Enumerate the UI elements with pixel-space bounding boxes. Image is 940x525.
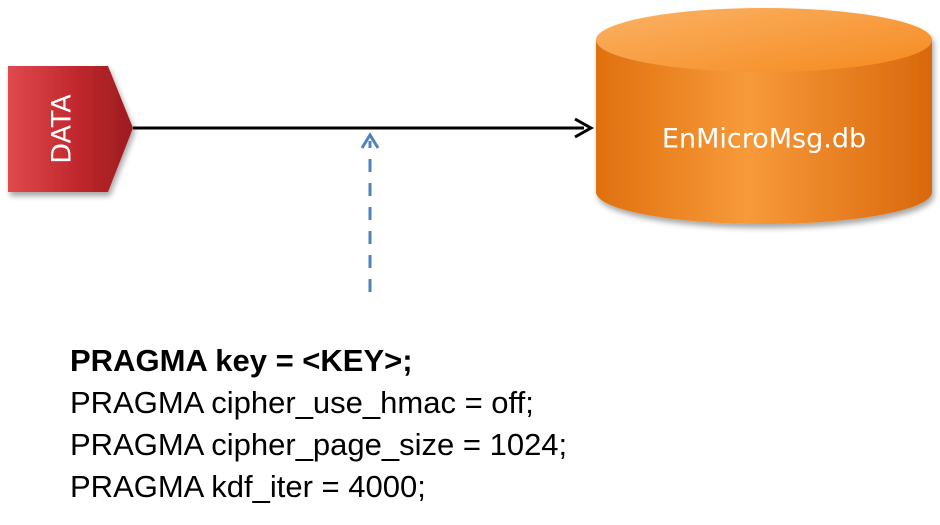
pragma-cipher-page-size-line: PRAGMA cipher_page_size = 1024;	[70, 427, 568, 462]
key-injection-arrow-head	[360, 132, 380, 149]
main-arrow-head	[574, 117, 595, 139]
data-source-node	[8, 66, 133, 192]
pragma-key-line: PRAGMA key = <KEY>;	[70, 343, 413, 378]
data-source-shape	[8, 66, 133, 192]
pragma-kdf-iter-line: PRAGMA kdf_iter = 4000;	[70, 469, 426, 504]
data-source-label: DATA	[47, 94, 78, 164]
key-injection-arrow	[360, 132, 380, 292]
pragma-cipher-use-hmac-line: PRAGMA cipher_use_hmac = off;	[70, 385, 534, 420]
database-label: EnMicroMsg.db	[662, 124, 866, 155]
pragma-code-block: PRAGMA key = <KEY>; PRAGMA cipher_use_hm…	[70, 340, 567, 508]
database-cylinder-body	[596, 40, 932, 224]
main-arrow	[133, 117, 595, 139]
database-cylinder-top	[596, 8, 932, 72]
database-node	[596, 8, 932, 224]
